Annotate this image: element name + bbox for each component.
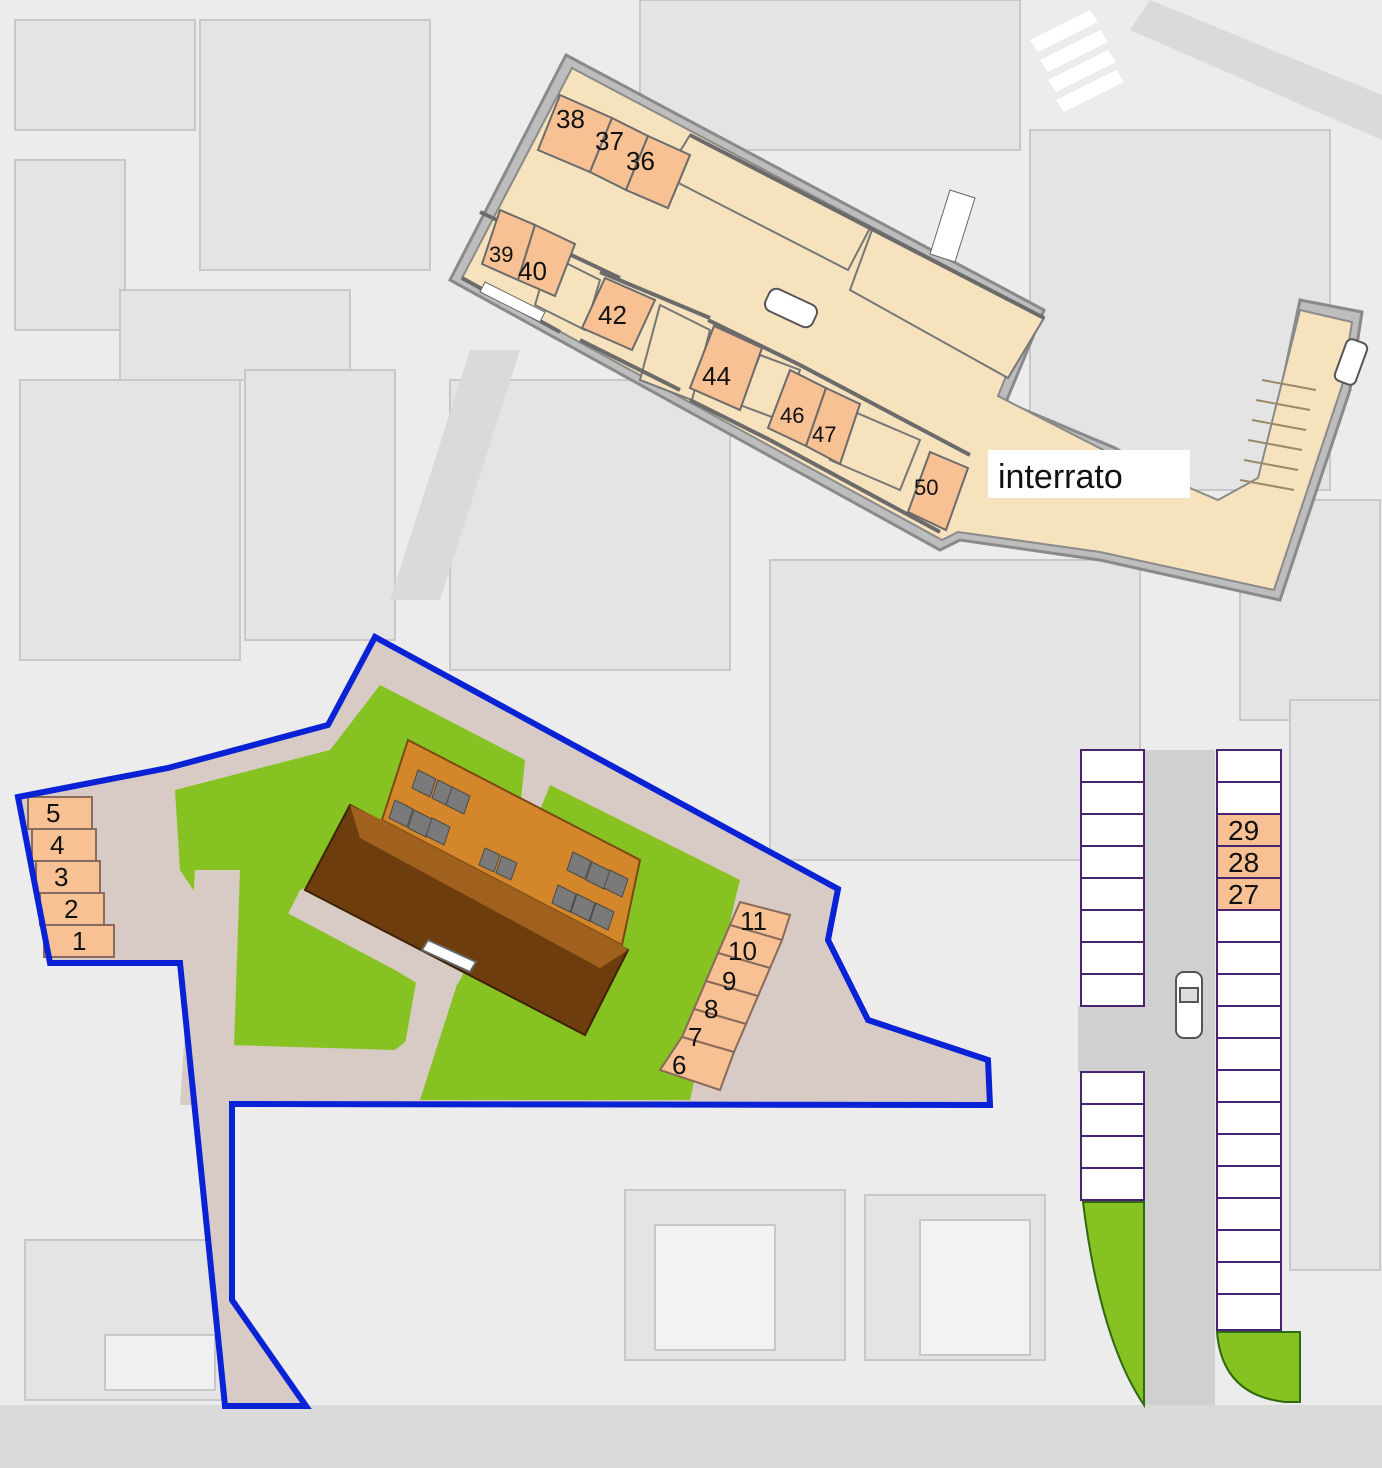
west-space-4 — [31, 828, 97, 862]
street-road-south — [1145, 1330, 1215, 1405]
building-entrance-path — [395, 960, 460, 1100]
street-parking — [1078, 749, 1301, 1409]
underground-space-label: 39 — [489, 242, 513, 267]
underground-space-47 — [804, 386, 862, 466]
underground-space-label: 46 — [780, 403, 804, 428]
underground-label: interrato — [998, 458, 1123, 496]
underground-space-label: 47 — [812, 422, 836, 447]
garage-car-icon — [763, 287, 819, 329]
underground-space-numbers: 38 37 36 39 40 42 44 46 47 50 — [489, 104, 938, 500]
building-entrance — [420, 938, 478, 974]
underground-label-box — [988, 450, 1190, 498]
east-space-label: 10 — [728, 936, 757, 966]
east-space-cells — [658, 900, 792, 1092]
lot-boundary — [14, 632, 994, 1409]
west-space-1 — [43, 924, 115, 958]
underground-space-cells — [480, 93, 970, 532]
west-space-numbers: 5 4 3 2 1 — [46, 798, 86, 956]
garage-stalls — [533, 133, 1046, 492]
lot-path — [180, 870, 240, 1105]
west-space-label: 5 — [46, 798, 60, 828]
street-green-left — [1081, 1201, 1145, 1409]
underground-space-label: 44 — [702, 361, 731, 391]
underground-space-label: 40 — [518, 256, 547, 286]
east-space-label: 11 — [740, 906, 767, 936]
west-space-label: 3 — [54, 862, 68, 892]
street-space-label: 29 — [1228, 815, 1259, 846]
underground-space-42 — [580, 276, 657, 352]
underground-space-label: 38 — [556, 104, 585, 134]
underground-space-40 — [516, 223, 577, 298]
street-space-label: 27 — [1228, 879, 1259, 910]
ramp-stalls — [1239, 379, 1317, 491]
lawn-middle — [225, 880, 420, 1050]
solar-panels — [388, 769, 629, 931]
east-space-6 — [658, 1035, 736, 1092]
street-space-numbers: 29 28 27 — [1228, 815, 1259, 910]
street-car-icon — [1175, 971, 1203, 1039]
building-roof-ridge — [350, 805, 628, 968]
underground-space-label: 36 — [626, 146, 655, 176]
east-space-label: 9 — [722, 966, 736, 996]
street-left-stalls — [1080, 749, 1145, 1201]
garage-stairs — [479, 189, 976, 323]
east-space-label: 6 — [672, 1050, 686, 1080]
underground-space-label: 37 — [595, 126, 624, 156]
underground-space-label: 42 — [598, 300, 627, 330]
surrounding-buildings — [14, 0, 1381, 1401]
east-space-label: 8 — [704, 994, 718, 1024]
underground-space-44 — [688, 324, 764, 412]
underground-space-50 — [906, 450, 970, 532]
garage-floor — [460, 66, 1354, 592]
street-right-stalls — [1216, 749, 1282, 1331]
project-lot — [14, 632, 994, 1409]
west-space-cells — [27, 796, 115, 958]
west-space-label: 2 — [64, 894, 78, 924]
east-space-numbers: 11 10 9 8 7 6 — [672, 906, 767, 1080]
street-green-right — [1215, 1331, 1301, 1403]
street-space-label: 28 — [1228, 847, 1259, 878]
underground-space-label: 50 — [914, 475, 938, 500]
west-space-label: 1 — [72, 926, 86, 956]
west-space-5 — [27, 796, 93, 830]
west-space-label: 4 — [50, 830, 64, 860]
crosswalk — [1030, 10, 1124, 112]
east-space-label: 7 — [688, 1022, 702, 1052]
ramp-car-icon — [1333, 338, 1369, 386]
underground-space-36 — [624, 134, 692, 210]
